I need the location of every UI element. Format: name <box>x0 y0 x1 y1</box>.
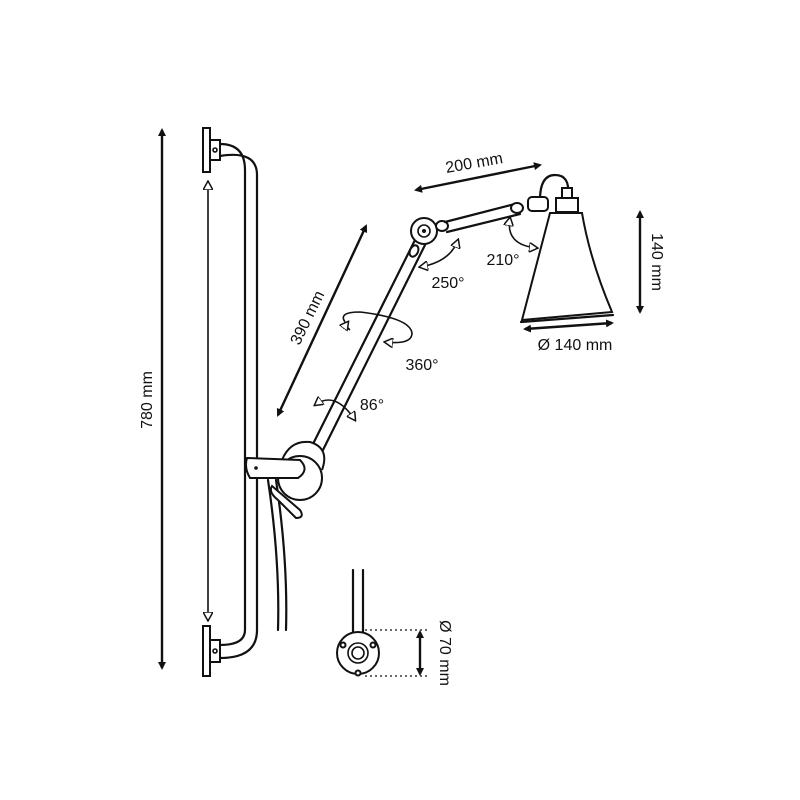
cable <box>266 478 280 632</box>
swivel-rotation-label: 360° <box>405 357 438 374</box>
base-diameter-label: Ø 70 mm <box>436 620 453 686</box>
shade-diameter-label: Ø 140 mm <box>538 337 613 354</box>
shade-rotation-label: 210° <box>486 252 519 269</box>
base-detail <box>336 568 380 677</box>
elbow-joint <box>408 217 449 258</box>
shade-diameter-dimension <box>523 319 614 333</box>
elbow-rotation-label: 250° <box>431 275 464 292</box>
bottom-wall-plate <box>202 625 221 677</box>
total-height-label: 780 mm <box>139 371 156 429</box>
top-wall-plate <box>202 127 221 173</box>
rail-inner <box>218 153 259 660</box>
shoulder-clamp <box>245 440 326 520</box>
upper-arm-dimension <box>414 162 542 193</box>
lamp-shade <box>520 212 614 322</box>
elbow-rotation-arrow <box>420 240 458 267</box>
shoulder-rotation-label: 86° <box>360 397 384 414</box>
lower-arm <box>308 238 417 452</box>
shade-rotation-arrow <box>509 218 537 248</box>
swivel-rotation-arrow <box>342 311 413 343</box>
lower-arm-dimension <box>276 224 368 417</box>
shoulder-rotation-arrow <box>315 400 355 420</box>
rail-outer <box>218 142 247 647</box>
upper-arm <box>443 202 517 224</box>
shade-height-label: 140 mm <box>648 233 665 291</box>
